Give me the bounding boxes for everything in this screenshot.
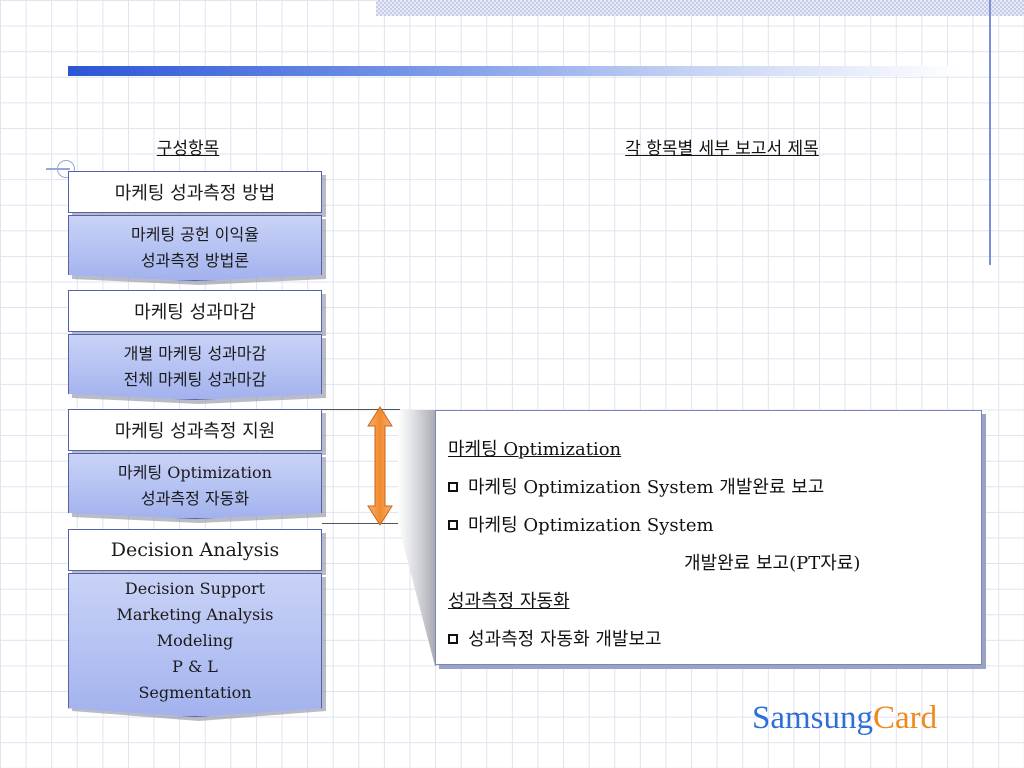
brand-part-card: Card [873, 700, 938, 736]
detail-item: 성과측정 자동화 개발보고 [448, 625, 662, 651]
header-components: 구성항목 [156, 139, 220, 159]
title-gradient-bar [68, 66, 962, 76]
section-line: 전체 마케팅 성과마감 [123, 370, 267, 389]
checkbox-bullet-icon [448, 520, 458, 530]
detail-item: 마케팅 Optimization System [448, 511, 714, 537]
detail-item-text: 성과측정 자동화 개발보고 [468, 629, 662, 650]
detail-heading-optimization: 마케팅 Optimization [448, 439, 622, 460]
connector-funnel [398, 410, 436, 666]
header-report-titles: 각 항목별 세부 보고서 제목 [625, 139, 819, 159]
detail-item-text: 마케팅 Optimization System [468, 515, 714, 536]
brand-part-samsung: Samsung [752, 700, 874, 736]
section-body: 마케팅 Optimization 성과측정 자동화 [68, 453, 322, 519]
left-marker-circle [57, 160, 75, 178]
section-line: Decision Support [124, 579, 266, 598]
bracket-top-line [322, 409, 400, 410]
checkbox-bullet-icon [448, 634, 458, 644]
bracket-bottom-line [322, 523, 400, 524]
section-body: 개별 마케팅 성과마감 전체 마케팅 성과마감 [68, 334, 322, 400]
section-title[interactable]: 마케팅 성과마감 [68, 290, 322, 332]
section-line: Segmentation [138, 683, 252, 702]
checkbox-bullet-icon [448, 482, 458, 492]
section-title[interactable]: 마케팅 성과측정 지원 [68, 409, 322, 451]
section-line: P & L [172, 657, 218, 676]
right-divider-line [989, 0, 991, 265]
section-line: 성과측정 방법론 [140, 251, 250, 270]
section-body: 마케팅 공헌 이익율 성과측정 방법론 [68, 215, 322, 281]
section-body: Decision Support Marketing Analysis Mode… [68, 573, 322, 717]
section-line: 마케팅 Optimization [118, 463, 272, 482]
detail-heading-automation: 성과측정 자동화 [448, 591, 570, 612]
top-pattern-strip [376, 0, 1024, 16]
section-title[interactable]: Decision Analysis [68, 529, 322, 571]
section-line: Marketing Analysis [116, 605, 274, 624]
section-line: Modeling [156, 631, 234, 650]
samsung-card-logo: SamsungCard [752, 700, 937, 737]
section-line: 성과측정 자동화 [140, 489, 250, 508]
detail-item-text: 마케팅 Optimization System 개발완료 보고 [468, 477, 825, 498]
double-arrow-icon [367, 406, 393, 526]
section-line: 개별 마케팅 성과마감 [123, 344, 267, 363]
detail-item: 마케팅 Optimization System 개발완료 보고 [448, 473, 824, 499]
section-line: 마케팅 공헌 이익율 [131, 225, 259, 244]
section-title[interactable]: 마케팅 성과측정 방법 [68, 171, 322, 213]
detail-item-continuation: 개발완료 보고(PT자료) [684, 553, 861, 574]
detail-panel: 마케팅 Optimization 마케팅 Optimization System… [435, 410, 982, 665]
